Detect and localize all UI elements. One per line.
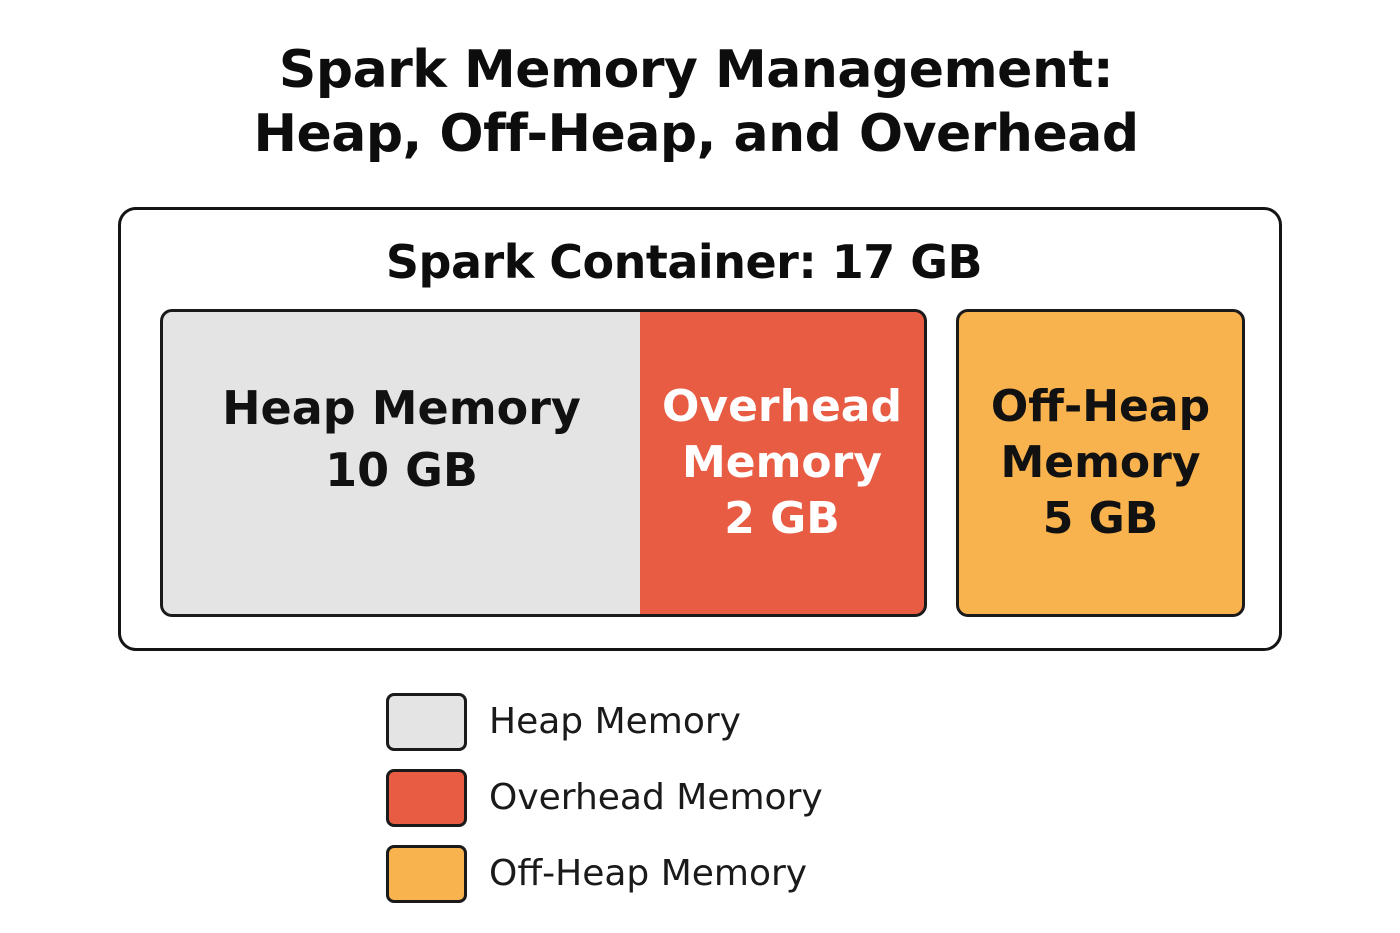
legend-swatch-overhead — [386, 769, 467, 827]
legend-label-overhead: Overhead Memory — [489, 777, 823, 818]
container-label: Spark Container: 17 GB — [385, 235, 983, 289]
overhead-memory-block: Overhead Memory 2 GB — [640, 309, 927, 617]
legend-label-heap: Heap Memory — [489, 701, 741, 742]
heap-memory-name: Heap Memory — [222, 381, 581, 435]
legend-swatch-offheap — [386, 845, 467, 903]
legend-label-offheap: Off-Heap Memory — [489, 853, 808, 894]
offheap-memory-size: 5 GB — [1042, 493, 1159, 544]
offheap-memory-name-1: Off-Heap — [990, 381, 1211, 432]
heap-memory-size: 10 GB — [325, 443, 478, 497]
diagram-title: Spark Memory Management: Heap, Off-Heap,… — [0, 38, 1392, 166]
legend-item-heap: Heap Memory — [386, 692, 741, 752]
title-line-2: Heap, Off-Heap, and Overhead — [253, 104, 1139, 164]
overhead-memory-name-2: Memory — [681, 437, 883, 488]
legend-swatch-heap — [386, 693, 467, 751]
offheap-memory-name-2: Memory — [1000, 437, 1201, 488]
legend-item-overhead: Overhead Memory — [386, 768, 823, 828]
overhead-memory-name-1: Overhead — [662, 381, 902, 432]
spark-container-box: Spark Container: 17 GB Heap Memory 10 GB… — [118, 207, 1282, 651]
title-line-1: Spark Memory Management: — [278, 40, 1114, 100]
offheap-memory-block: Off-Heap Memory 5 GB — [956, 309, 1245, 617]
heap-memory-block: Heap Memory 10 GB — [160, 309, 642, 617]
legend-item-offheap: Off-Heap Memory — [386, 844, 807, 904]
overhead-memory-size: 2 GB — [724, 493, 840, 544]
